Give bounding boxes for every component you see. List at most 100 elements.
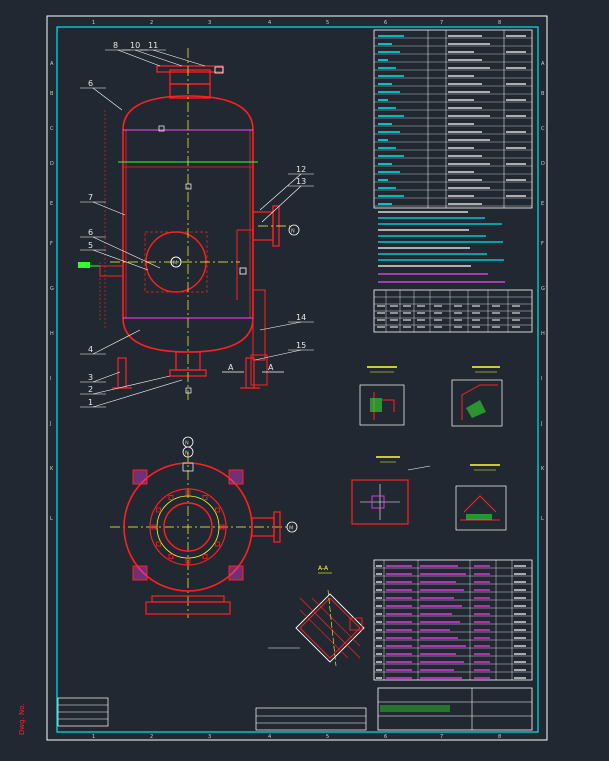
bolt-hole [202,554,208,559]
technical-data-table [373,29,533,209]
callout-leader [92,249,149,271]
bolt-hole [185,490,191,496]
nozzle-tag-text: N [185,441,189,447]
vessel-elevation [78,48,290,400]
bolt-hole [219,524,225,530]
grid-col-label: 7 [440,734,443,740]
grid-col-label: 5 [326,734,329,740]
nozzle-tag-bubble [170,256,182,268]
nozzle-tag-text: N [185,451,189,457]
grid-row-label: L [541,516,544,522]
grid-row-label: J [540,421,542,427]
part-callout-label: 12 [296,165,306,174]
grid-col-label: 1 [92,20,95,26]
grid-col-label: 8 [498,20,501,26]
callout-leader [254,349,302,361]
grid-col-label: 3 [208,734,211,740]
section-a-a-view: A-A [268,565,365,667]
bolt-hole [168,554,174,559]
callout-leader [117,49,161,67]
grid-col-label: 1 [92,734,95,740]
part-callout-label: 7 [88,193,93,202]
part-callout-label: 6 [88,79,93,88]
grid-row-label: F [50,241,53,247]
callout-leader [259,321,302,331]
plan-legs [132,469,244,581]
part-callout-label: 2 [88,385,93,394]
callout-leader [92,329,141,355]
grid-col-label: 8 [498,734,501,740]
grid-row-label: J [49,421,51,427]
part-callout-label: 3 [88,373,93,382]
support-leg [228,469,244,485]
grid-row-label: C [541,126,545,132]
grid-col-label: 7 [440,20,443,26]
nozzle-tag-text: N [291,229,295,235]
grid-row-label: H [541,331,545,337]
bolt-holes [151,490,225,564]
support-leg [228,565,244,581]
drawing-frame [46,15,548,741]
grid-row-label: D [50,161,54,167]
grid-row-label: I [50,376,51,382]
bill-of-materials [373,559,533,681]
part-callout-label: 4 [88,345,93,354]
callout-leader [259,173,302,211]
grid-row-label: A [50,61,54,67]
callout-leader [92,87,123,111]
nozzle-tag-bubble [288,224,300,236]
bolt-hole [202,495,208,500]
part-callout-label: 14 [296,313,306,322]
grid-row-label: G [541,286,545,292]
bolt-hole [156,507,161,513]
grid-col-label: 2 [150,20,153,26]
support-leg [132,565,148,581]
title-block [57,687,533,731]
grid-row-label: B [541,91,545,97]
callout-leader [92,375,171,395]
grid-row-label: E [541,201,544,207]
grid-row-label: A [541,61,545,67]
detail-views [351,366,507,531]
technical-notes [378,211,505,283]
grid-row-label: F [541,241,544,247]
grid-col-label: 4 [268,20,271,26]
part-callout-label: 8 [113,41,118,50]
callout-leader [92,371,121,383]
part-callout-label: 1 [88,398,93,407]
grid-row-label: I [541,376,542,382]
vessel-plan-view [110,452,290,618]
grid-row-label: H [50,331,54,337]
callout-leader [134,49,183,67]
callout-leader [92,236,161,269]
callout-leader [152,49,206,67]
section-a-a-label: A-A [318,565,329,572]
grid-row-label: B [50,91,54,97]
part-callout-label: 13 [296,177,306,186]
bolt-hole [156,541,161,547]
grid-row-label: D [541,161,545,167]
part-callout-label: 11 [148,41,158,50]
bolt-hole [215,507,220,513]
callout-leader [261,185,302,223]
svg-text:A: A [268,363,274,372]
grid-row-label: C [50,126,54,132]
grid-row-label: E [50,201,53,207]
section-marks: A A [222,363,284,373]
grid-col-label: 5 [326,20,329,26]
grid-col-label: 4 [268,734,271,740]
callout-leader [92,379,183,408]
part-callout-label: 6 [88,228,93,237]
nozzle-tag-text: M [289,526,293,532]
grid-row-label: G [50,286,54,292]
part-callout-label: 5 [88,241,93,250]
grid-row-label: K [541,466,545,472]
nozzle-tag-text: M [173,261,177,267]
callout-leader [92,201,126,216]
grid-row-label: K [50,466,54,472]
grid-row-label: L [50,516,53,522]
